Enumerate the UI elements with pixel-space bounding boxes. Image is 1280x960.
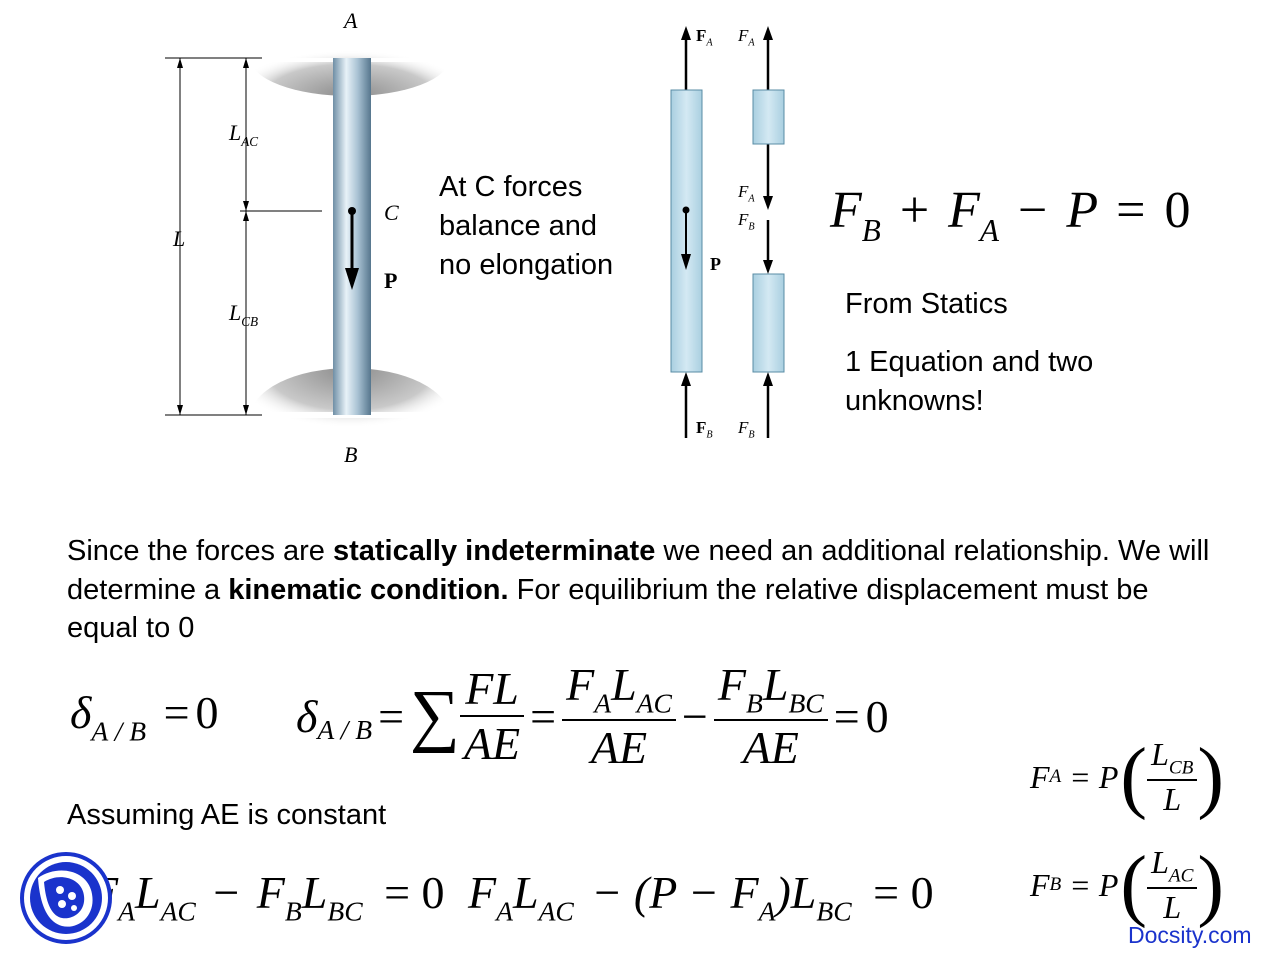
bar-diagram: [165, 20, 450, 468]
statics-label: From Statics: [845, 288, 1008, 320]
compatibility-equation: FALAC − FBLBC = 0: [90, 867, 445, 927]
balance-note: At C forces balance and no elongation: [439, 168, 613, 285]
fbd-fa-label: FA: [738, 26, 755, 49]
bold-term: kinematic condition.: [228, 573, 509, 606]
load-arrow: [345, 268, 359, 290]
length-l-label: L: [173, 226, 186, 251]
statics-count-line: unknowns!: [845, 385, 984, 417]
docsity-logo[interactable]: [18, 850, 114, 946]
statics-equation: FB + FA − P = 0: [830, 182, 1191, 249]
load-p-label: P: [384, 268, 398, 293]
displacement-zero-equation: δA / B =0: [70, 687, 219, 747]
fbd-fb-label: FB: [738, 418, 755, 441]
free-body-diagram: [670, 26, 785, 438]
bold-term: statically indeterminate: [332, 535, 656, 567]
fbd-bottom-segment: [752, 273, 785, 373]
explanation-paragraph: Since the forces are statically indeterm…: [67, 535, 1210, 644]
statics-count: 1 Equation and two unknowns!: [845, 343, 1093, 421]
fbd-fa-mid-label: FA: [738, 182, 755, 205]
length-lcb-label: LCB: [229, 300, 259, 329]
fbd-top-segment: [752, 89, 785, 145]
fbd-fa-bold-label: FA: [696, 26, 713, 49]
assumption-text: Assuming AE is constant: [67, 799, 387, 831]
fbd-fb-bold-label: FB: [696, 418, 713, 441]
fbd-p-label: P: [710, 254, 721, 274]
balance-note-line: no elongation: [439, 249, 614, 281]
length-lac-label: LAC: [229, 120, 259, 149]
substituted-equation: FALAC − (P − FA)LBC = 0: [468, 867, 934, 927]
point-b-label: B: [344, 442, 358, 467]
statics-count-line: 1 Equation and two: [845, 346, 1094, 378]
fbd-fb-mid-label: FB: [738, 210, 755, 233]
balance-note-line: At C forces: [439, 171, 583, 203]
balance-note-line: balance and: [439, 210, 598, 242]
watermark-link[interactable]: Docsity.com: [1128, 922, 1252, 948]
point-c-label: C: [384, 200, 399, 225]
point-a-label: A: [344, 8, 358, 33]
